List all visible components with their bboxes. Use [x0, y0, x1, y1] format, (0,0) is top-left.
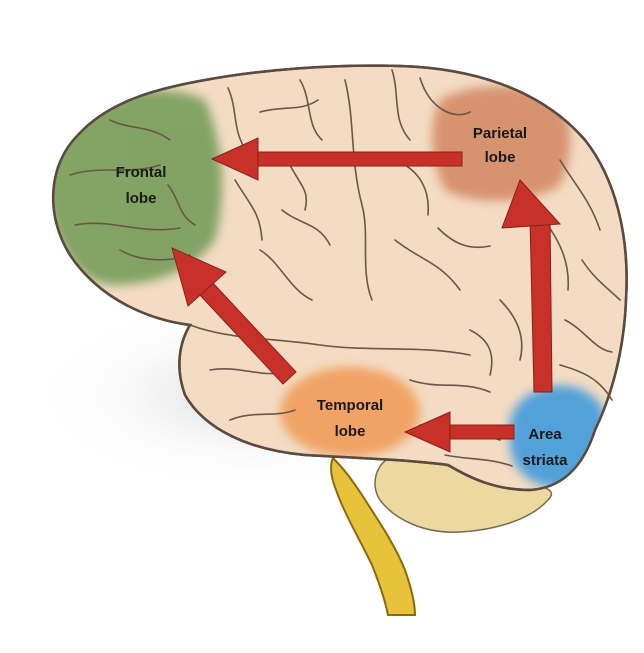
temporal-label-line1: Temporal: [317, 397, 383, 414]
striata-label-line2: striata: [522, 452, 568, 469]
frontal-label-line2: lobe: [126, 190, 157, 207]
parietal-label-line2: lobe: [485, 149, 516, 166]
parietal-region: [432, 86, 570, 200]
temporal-label-line2: lobe: [335, 423, 366, 440]
frontal-label-line1: Frontal: [116, 164, 167, 181]
parietal-label-line1: Parietal: [473, 125, 527, 142]
striata-label-line1: Area: [528, 426, 562, 443]
